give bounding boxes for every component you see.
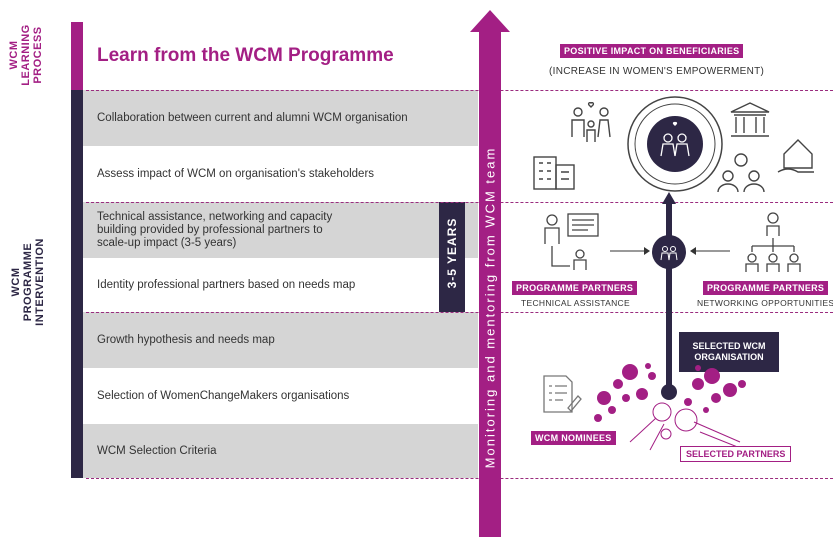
document-icon — [543, 375, 582, 413]
family-icon — [571, 102, 611, 142]
nominees-cluster — [594, 363, 751, 452]
step-assess-impact: Assess impact of WCM on organisation's s… — [97, 167, 375, 180]
divider-top — [86, 90, 833, 91]
growth-arrow — [661, 192, 677, 400]
impact-title: POSITIVE IMPACT ON BENEFICIARIES — [560, 44, 744, 58]
step-selection: Selection of WomenChangeMakers organisat… — [97, 389, 350, 402]
years-box: 3-5 YEARS — [439, 202, 465, 312]
monitoring-arrow — [470, 10, 510, 537]
beneficiaries-circle-icon — [627, 96, 723, 192]
arrow-from-technical — [610, 247, 650, 255]
programme-intervention-label: WCM PROGRAMME INTERVENTION — [10, 238, 46, 326]
institution-icon — [730, 102, 770, 137]
network-partner-icon — [745, 212, 801, 272]
step-criteria: WCM Selection Criteria — [83, 424, 478, 478]
house-hand-icon — [777, 139, 814, 173]
networking-opportunities-label: NETWORKING OPPORTUNITIES — [697, 298, 833, 308]
programme-partners-networking: PROGRAMME PARTNERS — [703, 281, 829, 295]
technical-partner-icon — [544, 213, 599, 270]
step-growth-hypothesis: Growth hypothesis and needs map — [83, 312, 478, 368]
arrow-from-networking — [690, 247, 730, 255]
step-collaboration: Collaboration between current and alumni… — [83, 90, 478, 146]
people-icon — [717, 153, 765, 193]
monitoring-arrow-label: Monitoring and mentoring from WCM team — [482, 146, 498, 469]
learning-process-label: WCM LEARNING PROCESS — [8, 24, 44, 86]
wcm-org-icon — [652, 235, 686, 269]
programme-partners-technical: PROGRAMME PARTNERS — [512, 281, 638, 295]
divider-lower — [86, 312, 833, 313]
divider-middle — [86, 202, 833, 203]
buildings-icon — [533, 156, 575, 190]
learning-bar — [71, 22, 83, 90]
selected-partners-tag: SELECTED PARTNERS — [680, 446, 792, 462]
selected-wcm-org-box: SELECTED WCM ORGANISATION — [679, 332, 779, 372]
technical-assistance-label: TECHNICAL ASSISTANCE — [521, 298, 630, 308]
divider-bottom — [86, 478, 833, 479]
step-technical-assistance: Technical assistance, networking and cap… — [83, 202, 478, 258]
impact-subtitle: (INCREASE IN WOMEN'S EMPOWERMENT) — [549, 66, 765, 77]
page-title: Learn from the WCM Programme — [97, 45, 394, 66]
intervention-bar — [71, 90, 83, 478]
wcm-nominees-tag: WCM NOMINEES — [531, 431, 616, 445]
step-identify-partners: Identity professional partners based on … — [97, 278, 356, 291]
